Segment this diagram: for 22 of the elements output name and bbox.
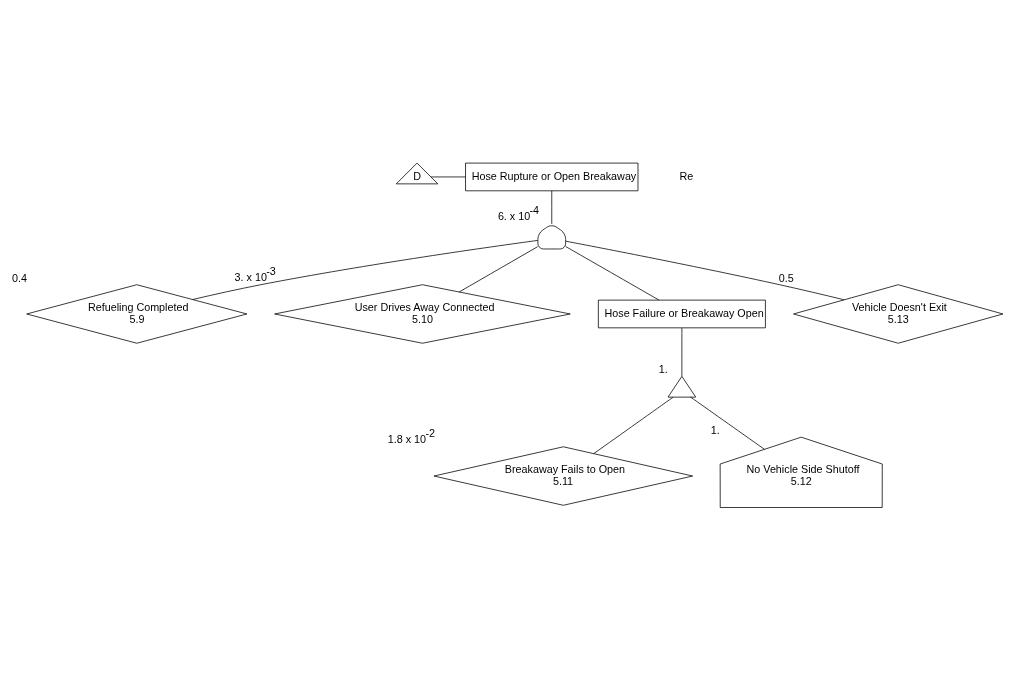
node-diamond: Vehicle Doesn't Exit 5.13	[792, 283, 1003, 344]
connector	[564, 240, 844, 300]
connector	[191, 239, 538, 300]
connector	[550, 190, 552, 224]
node-label: 1.	[658, 362, 668, 375]
node-diamond: User Drives Away Connected 5.10	[273, 283, 571, 344]
node-label: 1.	[710, 423, 720, 436]
connector	[430, 176, 466, 177]
label: Re	[679, 169, 693, 182]
node-label: 0.4	[11, 271, 27, 284]
node-box: Hose Rupture or Open Breakaway	[464, 162, 638, 191]
connector	[681, 327, 682, 377]
node-diamond: Breakaway Fails to Open 5.11	[433, 445, 693, 506]
node-label: 0.5	[778, 271, 794, 284]
connector	[689, 396, 765, 450]
connector	[592, 396, 673, 454]
node-box: Hose Failure or Breakaway Open	[597, 299, 766, 328]
node-dome	[537, 224, 566, 249]
node-arch	[667, 375, 696, 397]
connector	[458, 245, 538, 292]
connector	[564, 245, 659, 300]
node-diamond: Refueling Completed 5.9	[25, 283, 247, 344]
